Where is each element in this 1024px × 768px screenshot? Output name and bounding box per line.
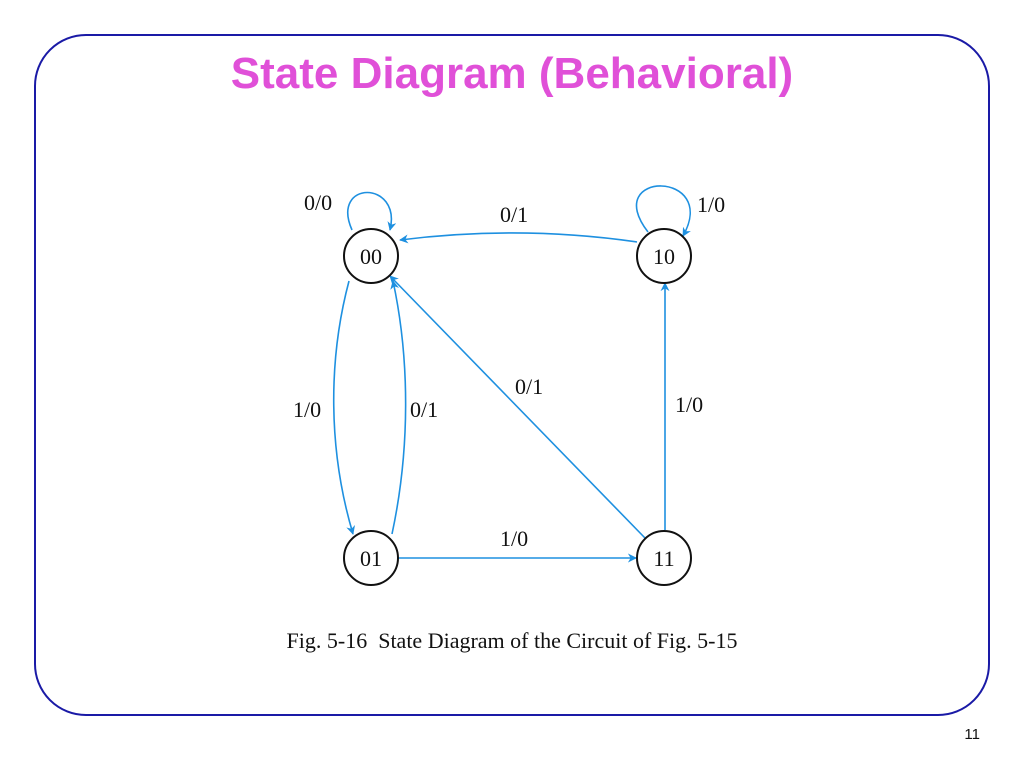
- page-number: 11: [964, 726, 980, 743]
- state-node-01: 01: [343, 530, 399, 586]
- transition-label-11-10: 1/0: [675, 392, 703, 417]
- transition-11-00: [389, 275, 646, 539]
- state-label-01: 01: [360, 546, 382, 571]
- transition-01-00: [390, 280, 407, 535]
- transition-00-01: [332, 280, 356, 535]
- state-label-10: 10: [653, 244, 675, 269]
- state-label-00: 00: [360, 244, 382, 269]
- state-node-11: 11: [636, 530, 692, 586]
- figure-caption: Fig. 5-16 State Diagram of the Circuit o…: [286, 628, 738, 653]
- transition-label-10-self: 1/0: [697, 192, 725, 217]
- transition-label-01-11: 1/0: [500, 526, 528, 551]
- transition-label-10-00: 0/1: [500, 202, 528, 227]
- state-label-11: 11: [653, 546, 674, 571]
- transition-label-00-self: 0/0: [304, 190, 332, 215]
- transition-00-self: [347, 191, 397, 231]
- transition-label-11-00: 0/1: [515, 374, 543, 399]
- state-node-00: 00: [343, 228, 399, 284]
- transition-10-00: [399, 232, 638, 244]
- state-node-10: 10: [636, 228, 692, 284]
- slide-title: State Diagram (Behavioral): [230, 49, 794, 98]
- slide-frame: [34, 34, 990, 716]
- transition-label-00-01: 1/0: [293, 397, 321, 422]
- transition-10-self: [635, 185, 691, 237]
- transition-label-01-00: 0/1: [410, 397, 438, 422]
